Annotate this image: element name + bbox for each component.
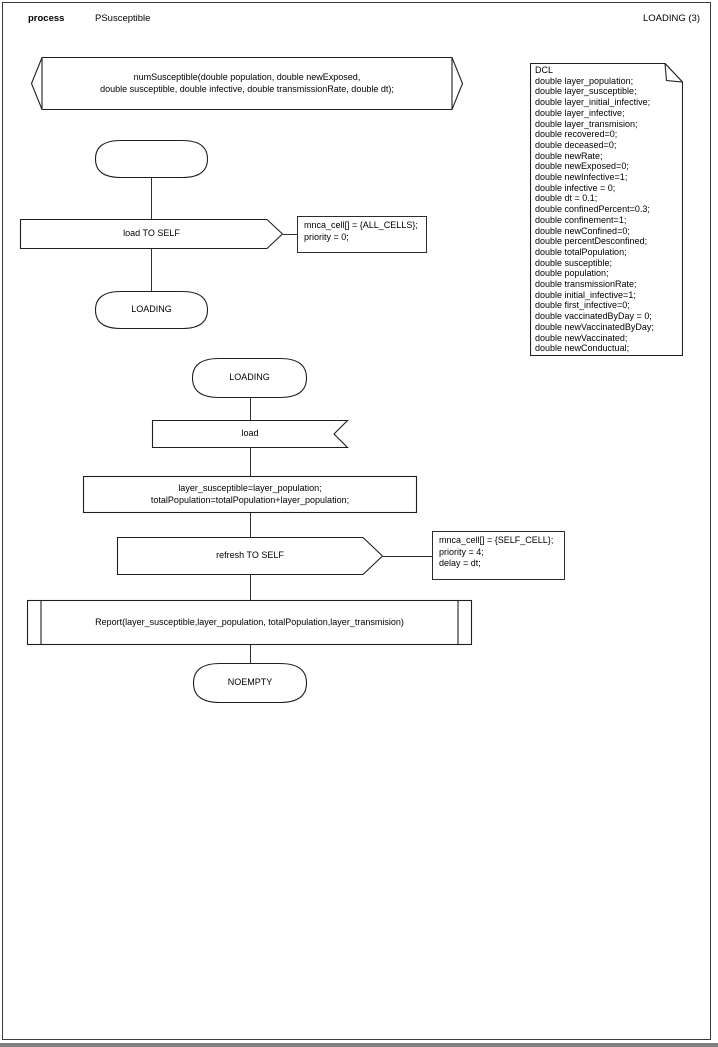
state-noempty[interactable]: NOEMPTY [192,662,308,704]
task-assignment[interactable]: layer_susceptible=layer_population; tota… [82,475,418,514]
state-start-blank[interactable] [94,139,209,179]
procedure-signature-outline [30,56,464,111]
connector-refresh-to-annotation [383,556,432,557]
state-loading-end[interactable]: LOADING [94,290,209,330]
receive-signal-load[interactable]: load [151,419,349,449]
send-signal-load[interactable]: load TO SELF [19,218,284,250]
state-loading-start[interactable]: LOADING [191,357,308,399]
send-signal-load-outline [19,218,284,250]
state-noempty-outline [192,662,308,704]
state-loading-start-outline [191,357,308,399]
connector-state-to-receive [250,398,251,420]
send-signal-refresh-outline [116,536,384,576]
connector-task-to-refresh [250,513,251,537]
task-assignment-outline [82,475,418,514]
header-process-name: PSusceptible [95,13,151,24]
header-kind-label: process [28,13,65,24]
connector-send-to-state [151,249,152,291]
connector-report-to-noempty [250,645,251,663]
dcl-declarations-note[interactable]: DCL double layer_population; double laye… [529,61,684,357]
procedure-signature-shape[interactable]: numSusceptible(double population, double… [30,56,464,111]
procedure-call-report[interactable]: Report(layer_susceptible,layer_populatio… [26,599,473,646]
connector-send-to-annotation [283,234,297,235]
annotation-load-params[interactable]: mnca_cell[] = {ALL_CELLS}; priority = 0; [297,216,427,253]
connector-refresh-to-report [250,575,251,600]
procedure-call-report-outline [26,599,473,646]
state-start-outline [94,139,209,179]
annotation-refresh-params[interactable]: mnca_cell[] = {SELF_CELL}; priority = 4;… [432,531,565,580]
state-loading-end-outline [94,290,209,330]
receive-signal-load-outline [151,419,349,449]
dcl-note-fold-corner [664,61,684,83]
page-bottom-shadow [0,1043,718,1047]
connector-receive-to-task [250,448,251,476]
dcl-note-outline [529,61,684,357]
send-signal-refresh[interactable]: refresh TO SELF [116,536,384,576]
header-page-label: LOADING (3) [642,13,700,24]
connector-start-to-send [151,178,152,219]
